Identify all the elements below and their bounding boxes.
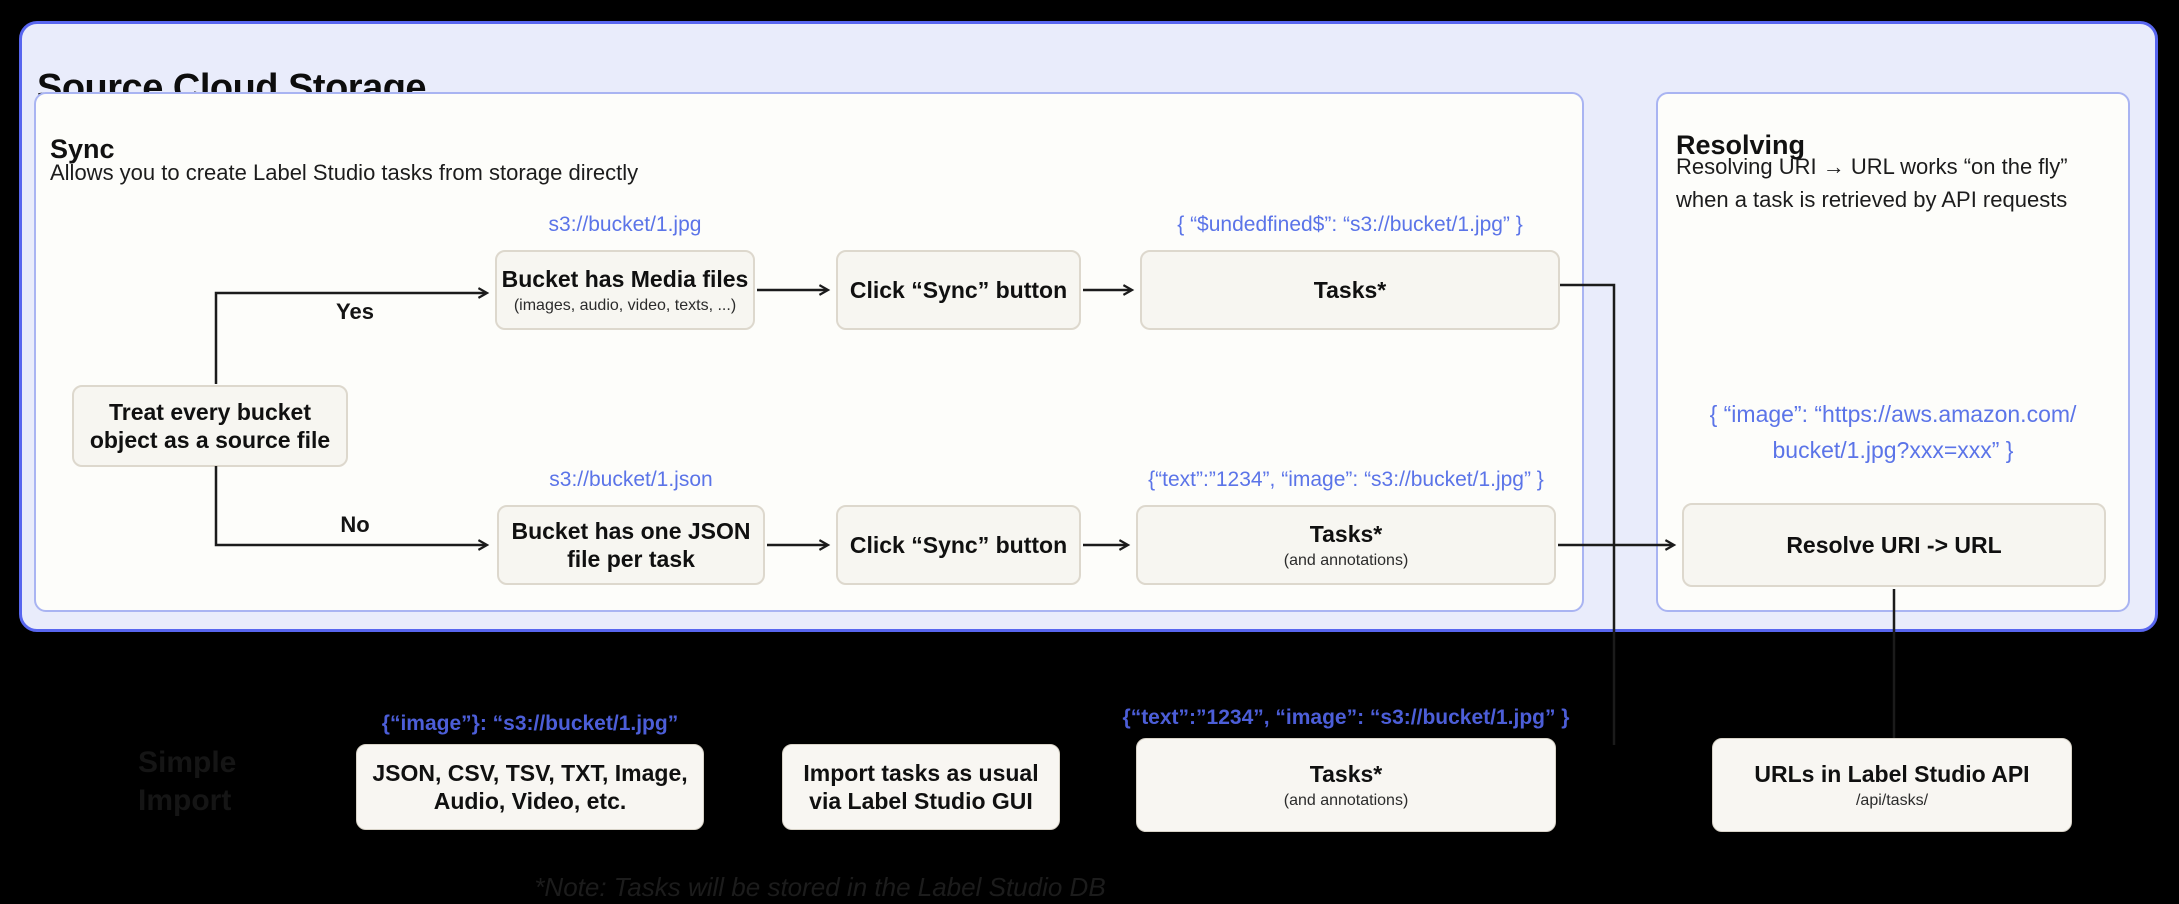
decision-node: Treat every bucket object as a source fi… (72, 385, 348, 467)
bucket-media-node-note: (images, audio, video, texts, ...) (513, 296, 737, 314)
bottom-tasks-box-title: Tasks* (1309, 761, 1383, 788)
api-urls-box-note: /api/tasks/ (1855, 791, 1929, 809)
api-urls-box: URLs in Label Studio API /api/tasks/ (1712, 738, 2072, 832)
gui-import-box-label: Import tasks as usual via Label Studio G… (803, 759, 1039, 814)
gui-import-box: Import tasks as usual via Label Studio G… (782, 744, 1060, 830)
bucket-json-node: Bucket has one JSON file per task (497, 505, 765, 585)
media-uri-label: s3://bucket/1.jpg (548, 213, 702, 236)
tasks-json-label-media: { “$undedfined$”: “s3://bucket/1.jpg” } (1177, 213, 1523, 236)
bottom-tasks-json-label: {“text”:”1234”, “image”: “s3://bucket/1.… (1122, 706, 1570, 729)
tasks-json-label-json: {“text”:”1234”, “image”: “s3://bucket/1.… (1148, 468, 1544, 491)
bottom-tasks-box: Tasks* (and annotations) (1136, 738, 1556, 832)
resolve-uri-node-label: Resolve URI -> URL (1786, 531, 2002, 558)
resolving-panel-title: Resolving (1676, 130, 1806, 161)
bucket-media-node: Bucket has Media files (images, audio, v… (495, 250, 755, 330)
sync-button-node-json: Click “Sync” button (836, 505, 1081, 585)
tasks-node-json-note: (and annotations) (1283, 551, 1409, 569)
tasks-node-json-title: Tasks* (1309, 521, 1383, 548)
sync-button-node-media: Click “Sync” button (836, 250, 1081, 330)
decision-node-label: Treat every bucket object as a source fi… (89, 398, 331, 453)
resolve-uri-node: Resolve URI -> URL (1682, 503, 2106, 587)
sync-panel-title: Sync (50, 134, 115, 165)
tasks-node-json: Tasks* (and annotations) (1136, 505, 1556, 585)
tasks-node-media: Tasks* (1140, 250, 1560, 330)
sync-button-node-json-label: Click “Sync” button (849, 531, 1068, 558)
yes-edge-label: Yes (336, 299, 374, 324)
json-uri-label: s3://bucket/1.json (549, 468, 713, 491)
no-edge-label: No (340, 512, 370, 537)
bottom-tasks-box-note: (and annotations) (1283, 791, 1409, 809)
resolving-description: Resolving URI → URL works “on the fly” w… (1676, 154, 2068, 212)
formats-box-label: JSON, CSV, TSV, TXT, Image, Audio, Video… (372, 759, 688, 814)
bucket-media-node-title: Bucket has Media files (501, 266, 749, 293)
tasks-storage-footnote: *Note: Tasks will be stored in the Label… (534, 872, 1106, 902)
formats-json-label: {“image”}: “s3://bucket/1.jpg” (381, 712, 679, 735)
simple-import-ghost-title: Simple Import (138, 746, 237, 817)
api-urls-box-title: URLs in Label Studio API (1754, 761, 2030, 788)
sync-panel-subtitle: Allows you to create Label Studio tasks … (50, 160, 639, 185)
resolved-url-json-label: { “image”: “https://aws.amazon.com/ buck… (1709, 401, 2077, 463)
bucket-json-node-title: Bucket has one JSON file per task (511, 517, 751, 572)
formats-box: JSON, CSV, TSV, TXT, Image, Audio, Video… (356, 744, 704, 830)
tasks-node-media-title: Tasks* (1313, 276, 1387, 303)
sync-button-node-media-label: Click “Sync” button (849, 276, 1068, 303)
